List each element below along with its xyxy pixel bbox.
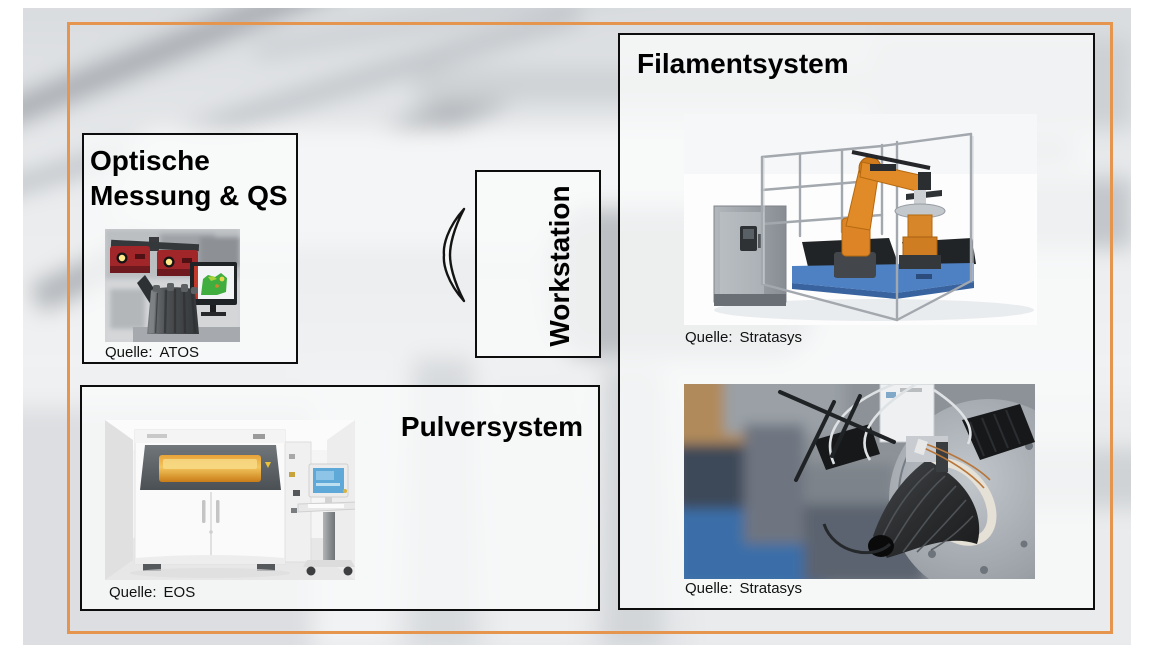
stratasys-nozzle-print-image — [684, 384, 1035, 579]
eos-printer-image — [105, 420, 355, 580]
stratasys-robot-cell-image — [684, 114, 1037, 325]
left-parenthesis-bracket-icon — [441, 206, 467, 304]
atos-scanner-image — [105, 229, 240, 342]
powder-system-box: Pulversystem — [80, 385, 600, 611]
source-value: Stratasys — [739, 580, 803, 597]
powder-source-caption: Quelle: EOS — [109, 584, 195, 601]
optical-source-caption: Quelle: ATOS — [105, 344, 199, 361]
source-label: Quelle: — [105, 344, 153, 361]
filament-system-box: Filamentsystem — [618, 33, 1095, 610]
powder-system-title: Pulversystem — [400, 411, 583, 442]
source-value: ATOS — [159, 344, 199, 361]
workstation-title: Workstation — [544, 185, 575, 347]
workstation-box: Workstation — [475, 170, 601, 358]
source-value: Stratasys — [739, 329, 803, 346]
source-value: EOS — [163, 584, 196, 601]
filament-system-title: Filamentsystem — [637, 48, 849, 79]
optical-measurement-box: Optische Messung & QS — [82, 133, 298, 364]
optical-measurement-title: Optische Messung & QS — [90, 145, 288, 211]
filament-bottom-source-caption: Quelle: Stratasys — [685, 580, 802, 597]
filament-top-source-caption: Quelle: Stratasys — [685, 329, 802, 346]
source-label: Quelle: — [685, 329, 733, 346]
source-label: Quelle: — [685, 580, 733, 597]
source-label: Quelle: — [109, 584, 157, 601]
